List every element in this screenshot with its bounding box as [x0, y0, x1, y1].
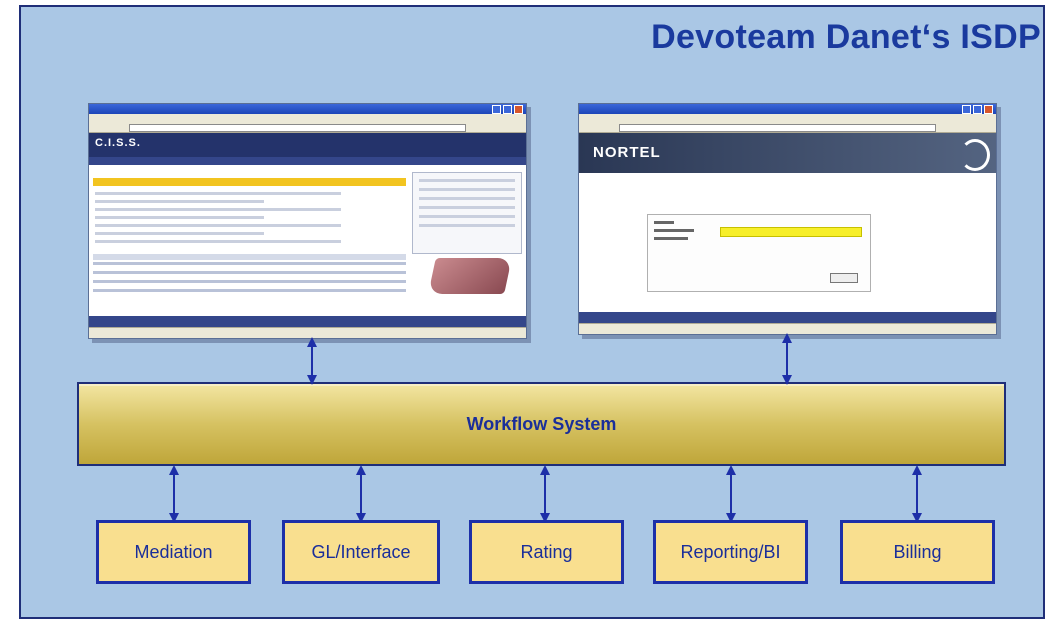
ciss-footer-strip — [89, 316, 526, 328]
window-controls — [492, 105, 523, 114]
ciss-table-header — [93, 254, 406, 260]
login-button — [830, 273, 858, 283]
address-bar — [129, 124, 466, 132]
nortel-globe-icon — [960, 139, 990, 171]
ciss-header: C.I.S.S. — [89, 133, 526, 157]
module-label: Mediation — [134, 541, 213, 562]
ciss-highlight-bar — [93, 178, 406, 186]
login-heading — [654, 221, 674, 224]
workflow-system-label: Workflow System — [466, 413, 617, 434]
password-label — [654, 237, 688, 240]
nortel-footer-strip — [579, 312, 996, 324]
ciss-admin-screenshot: C.I.S.S. — [88, 103, 527, 339]
workflow-system-box: Workflow System — [77, 382, 1006, 466]
ciss-table — [93, 262, 406, 298]
book-image — [428, 258, 512, 294]
module-gl-interface: GL/Interface — [282, 520, 440, 584]
ciss-logo: C.I.S.S. — [95, 137, 141, 149]
login-panel — [647, 214, 871, 292]
module-label: Rating — [520, 541, 573, 562]
module-label: Reporting/BI — [680, 541, 781, 562]
browser-statusbar — [89, 327, 526, 338]
module-rating: Rating — [469, 520, 624, 584]
module-label: Billing — [893, 541, 942, 562]
module-billing: Billing — [840, 520, 995, 584]
nortel-logo: NORTEL — [593, 144, 661, 161]
window-titlebar — [579, 104, 996, 114]
address-bar — [619, 124, 936, 132]
login-input — [720, 227, 862, 237]
window-controls — [962, 105, 993, 114]
ciss-nav-bar — [89, 157, 526, 165]
nortel-header: NORTEL — [579, 133, 996, 173]
window-titlebar — [89, 104, 526, 114]
browser-statusbar — [579, 323, 996, 334]
module-label: GL/Interface — [311, 541, 411, 562]
diagram-title: Devoteam Danet‘s ISDP — [651, 18, 1041, 56]
module-reporting-bi: Reporting/BI — [653, 520, 808, 584]
ciss-form-rows — [95, 192, 402, 248]
module-mediation: Mediation — [96, 520, 251, 584]
nortel-login-screenshot: NORTEL — [578, 103, 997, 335]
login-name-label — [654, 229, 694, 232]
ciss-side-panel — [412, 172, 522, 254]
